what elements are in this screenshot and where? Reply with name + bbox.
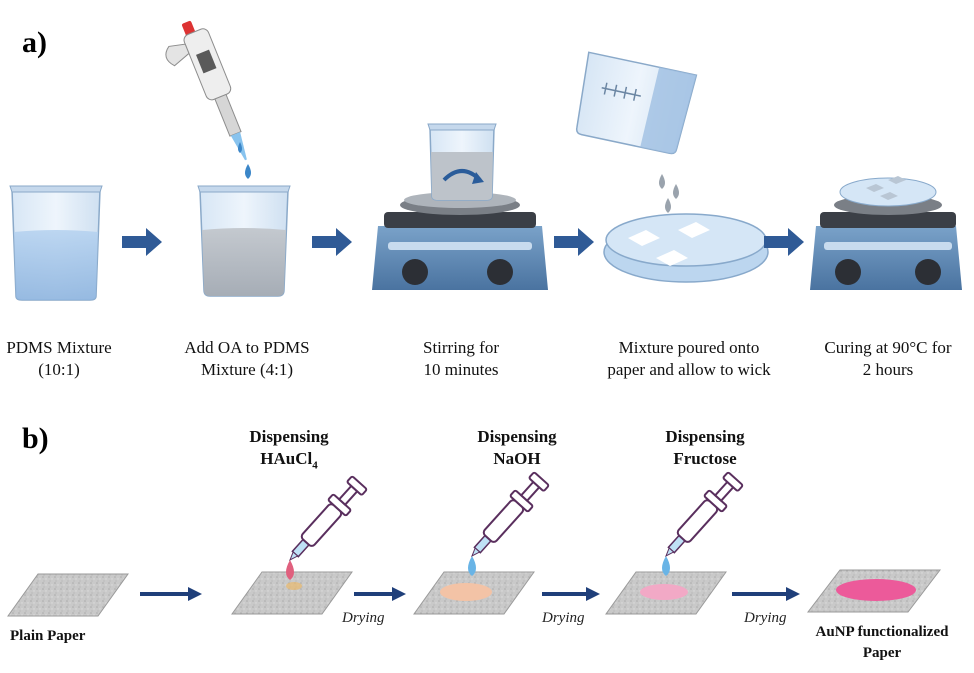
hot-plate-icon	[810, 176, 962, 290]
micropipette-icon	[165, 20, 247, 161]
drop-icon	[468, 556, 476, 576]
arrow-icon	[122, 228, 162, 256]
dispensing-hauCl4-label: Dispensing HAuCl4	[249, 427, 329, 472]
drop-icon	[286, 560, 294, 580]
pipette-fructose-icon	[665, 471, 744, 558]
beaker-stirring-icon	[427, 123, 497, 201]
drop-icon	[238, 142, 242, 153]
arrow-icon	[188, 587, 202, 601]
drop-icon	[665, 198, 671, 213]
pouring-beaker-icon	[575, 51, 698, 155]
dispensing-naoh-label: Dispensing NaOH	[477, 427, 557, 468]
drop-icon	[659, 174, 665, 189]
magnetic-stirrer-icon	[372, 192, 548, 290]
dispensing-fructose-label: Dispensing Fructose	[665, 427, 745, 468]
drying-label: Drying	[744, 610, 787, 626]
panel-b-label: b)	[22, 422, 49, 455]
plain-paper-label: Plain Paper	[10, 628, 86, 644]
drying-label: Drying	[542, 610, 585, 626]
arrow-icon	[554, 228, 594, 256]
petri-dish-icon	[603, 213, 769, 283]
drying-label: Drying	[342, 610, 385, 626]
drop-icon	[662, 556, 670, 576]
arrow-icon	[312, 228, 352, 256]
panel-a-label: a)	[22, 26, 47, 59]
plain-paper-icon	[7, 573, 129, 617]
arrow-icon	[586, 587, 600, 601]
beaker-oa-icon	[197, 185, 291, 297]
arrow-icon	[764, 228, 804, 256]
drop-icon	[245, 164, 251, 179]
pipette-naoh-icon	[471, 471, 550, 558]
paper-hauCl4-icon	[231, 571, 353, 615]
step-pdms-mixture-label: PDMS Mixture(10:1)	[6, 338, 112, 379]
arrow-icon	[786, 587, 800, 601]
pipette-hauCl4-icon	[289, 475, 368, 562]
beaker-pdms-icon	[9, 185, 103, 301]
arrow-icon	[392, 587, 406, 601]
drop-icon	[673, 184, 679, 199]
